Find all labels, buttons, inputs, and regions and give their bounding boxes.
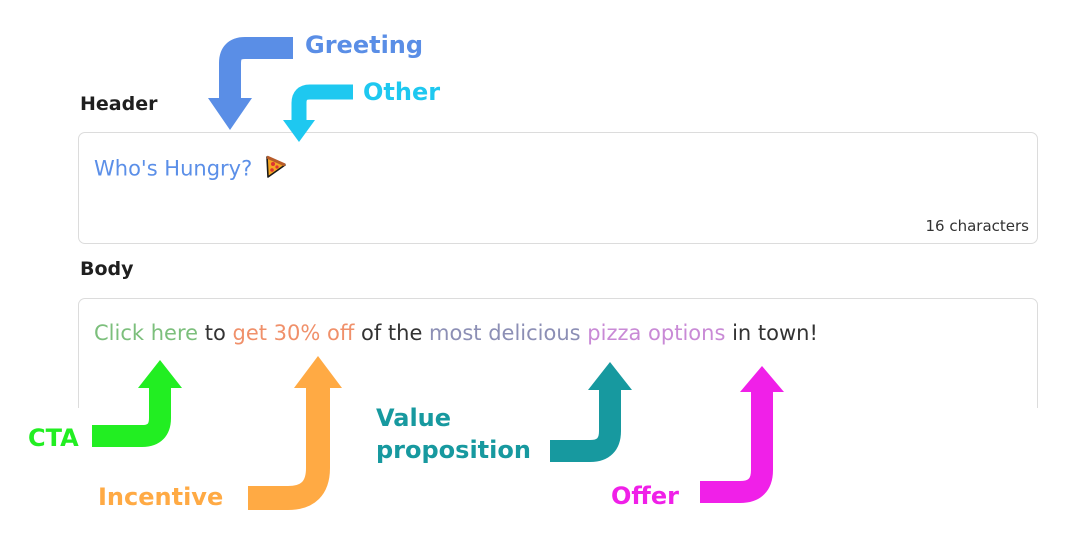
value-proposition-annotation-line2: proposition	[376, 436, 531, 464]
header-text-row: Who's Hungry?	[94, 155, 287, 184]
header-label: Header	[80, 93, 158, 115]
body-segment: to	[198, 321, 233, 345]
cta-arrow-icon	[92, 360, 182, 447]
body-segment-incentive: get 30% off	[232, 321, 355, 345]
header-text: Who's Hungry?	[94, 156, 253, 181]
other-arrow-icon	[283, 84, 353, 142]
body-segment: in town!	[725, 321, 818, 345]
greeting-arrow-icon	[208, 37, 293, 130]
value-proposition-arrow-icon	[550, 362, 632, 462]
incentive-arrow-icon	[248, 356, 342, 510]
offer-annotation: Offer	[611, 482, 679, 510]
greeting-annotation: Greeting	[305, 31, 424, 59]
header-char-count: 16 characters	[925, 217, 1030, 235]
cta-annotation: CTA	[28, 424, 79, 452]
value-proposition-annotation-line1: Value	[376, 404, 452, 432]
header-input[interactable]: Who's Hungry? 16 characters	[78, 132, 1038, 244]
body-segment-cta: Click here	[94, 321, 199, 345]
body-segment-offer: pizza options	[587, 321, 726, 345]
body-text: Click here to get 30% off of the most de…	[94, 321, 818, 345]
body-label: Body	[80, 258, 134, 280]
offer-arrow-icon	[700, 366, 784, 503]
incentive-annotation: Incentive	[98, 483, 224, 511]
body-segment-value: most delicious	[429, 321, 581, 345]
other-annotation: Other	[363, 78, 441, 106]
pizza-icon	[265, 155, 287, 184]
body-segment: of the	[354, 321, 430, 345]
